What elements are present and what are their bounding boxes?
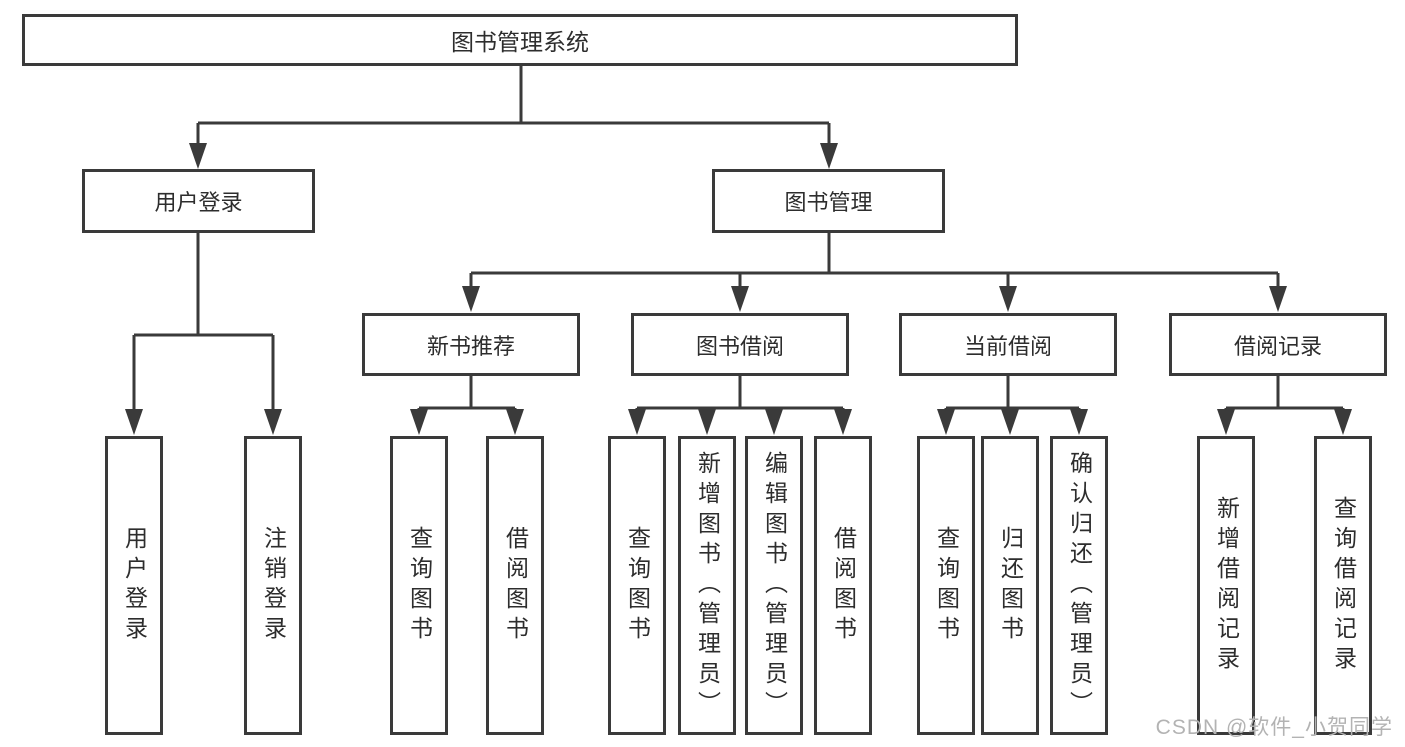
node-query-books-recommend: 查询图书 [390, 436, 448, 735]
node-new-book-recommend: 新书推荐 [362, 313, 580, 376]
node-logout: 注销登录 [244, 436, 302, 735]
node-label: 用户登录 [154, 190, 243, 215]
node-label: 用户登录 [121, 525, 148, 646]
node-label: 图书管理 [784, 190, 873, 215]
node-book-management: 图书管理 [712, 169, 945, 233]
node-label: 新增图书（管理员） [694, 450, 721, 721]
node-label: 新增借阅记录 [1213, 495, 1240, 676]
node-label: 查询图书 [624, 525, 651, 646]
node-confirm-return-admin: 确认归还（管理员） [1050, 436, 1108, 735]
node-label: 编辑图书（管理员） [761, 450, 788, 721]
node-label: 借阅图书 [502, 525, 529, 646]
node-current-borrow: 当前借阅 [899, 313, 1117, 376]
node-edit-book-admin: 编辑图书（管理员） [745, 436, 803, 735]
csdn-watermark: CSDN @软件_小贺同学 [1155, 716, 1393, 739]
node-label: 查询图书 [933, 525, 960, 646]
arrowheads [125, 143, 1352, 435]
node-label: 归还图书 [997, 525, 1024, 646]
node-add-book-admin: 新增图书（管理员） [678, 436, 736, 735]
node-user-login: 用户登录 [82, 169, 315, 233]
node-query-borrow-record: 查询借阅记录 [1314, 436, 1372, 735]
node-borrow-book: 借阅图书 [814, 436, 872, 735]
node-query-books-borrow: 查询图书 [608, 436, 666, 735]
connector-borrow-records-to-leaves [1224, 376, 1345, 411]
node-query-books-current: 查询图书 [917, 436, 975, 735]
node-label: 当前借阅 [963, 333, 1052, 359]
connector-root-to-level2 [196, 65, 831, 145]
node-label: 新书推荐 [426, 333, 515, 359]
connector-user-login-to-leaves [132, 233, 275, 411]
node-label: 注销登录 [260, 525, 287, 646]
node-borrow-records: 借阅记录 [1169, 313, 1387, 376]
connector-book-management-to-level3 [469, 233, 1280, 288]
node-add-borrow-record: 新增借阅记录 [1197, 436, 1255, 735]
node-label: 图书借阅 [695, 333, 784, 359]
node-label: 借阅图书 [830, 525, 857, 646]
node-book-borrow: 图书借阅 [631, 313, 849, 376]
node-return-book: 归还图书 [981, 436, 1039, 735]
node-borrow-book-recommend: 借阅图书 [486, 436, 544, 735]
connector-new-books-to-leaves [417, 376, 517, 411]
node-label: 查询图书 [406, 525, 433, 646]
connector-current-borrow-to-leaves [944, 376, 1081, 411]
node-login: 用户登录 [105, 436, 163, 735]
node-label: 查询借阅记录 [1330, 495, 1357, 676]
node-root: 图书管理系统 [22, 14, 1018, 66]
node-label: 借阅记录 [1233, 333, 1322, 359]
node-label: 确认归还（管理员） [1066, 450, 1093, 721]
node-label: 图书管理系统 [451, 29, 589, 55]
connector-book-borrow-to-leaves [635, 376, 845, 411]
